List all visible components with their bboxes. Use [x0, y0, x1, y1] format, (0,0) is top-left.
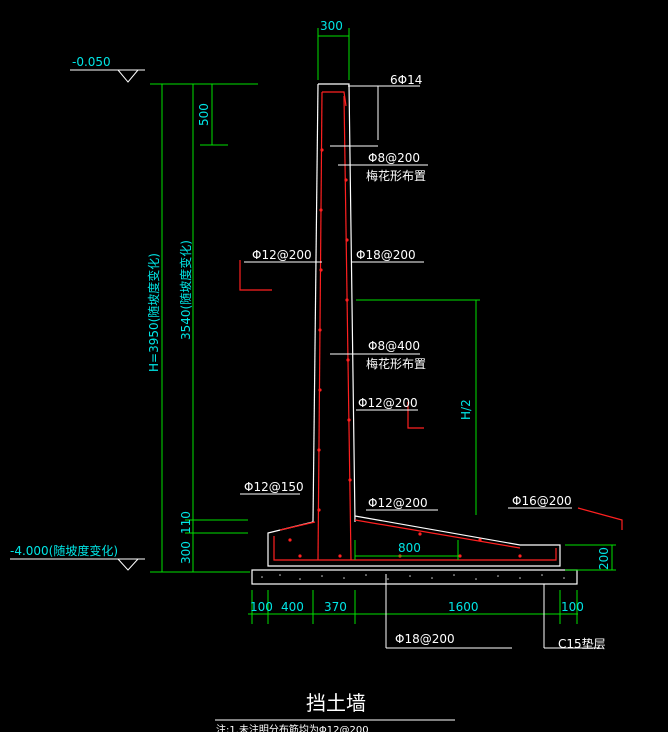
bedding-hatch [261, 574, 565, 580]
dim-toe-800: 800 [398, 541, 421, 555]
dim-bottom-5: 100 [561, 600, 584, 614]
dim-stem-width: 300 [320, 19, 343, 33]
dim-bottom-3: 370 [324, 600, 347, 614]
rebar-stem-front: Φ18@200 [356, 248, 416, 262]
rebar-stem-back: Φ12@200 [252, 248, 312, 262]
leader-lines [215, 85, 600, 721]
dim-stem-height: 3540(随坡度变化) [178, 240, 193, 340]
level-top-label: -0.050 [72, 55, 111, 69]
dim-half-h: H/2 [459, 399, 473, 420]
concrete-outline [251, 83, 578, 585]
dim-heel-200: 200 [597, 547, 611, 570]
dim-bottom-4: 1600 [448, 600, 479, 614]
rebar-base-bottom: Φ18@200 [395, 632, 455, 646]
rebar-top-bar: 6Φ14 [390, 73, 422, 87]
drawing-title: 挡土墙 [306, 691, 366, 715]
bedding-label: C15垫层 [558, 636, 606, 651]
rebar-dist-1: Φ8@200 [368, 151, 420, 165]
rebar-heel-top: Φ16@200 [512, 494, 572, 508]
dimension-lines [150, 28, 616, 624]
rebar-dist-2: Φ8@400 [368, 339, 420, 353]
dim-base-300: 300 [179, 541, 193, 564]
level-marker-bottom [10, 558, 145, 571]
drawing-note: 注:1.未注明分布筋均为Φ12@200 [216, 723, 369, 732]
dim-top-500: 500 [197, 103, 211, 126]
level-marker-top [70, 69, 145, 83]
rebar-base-mid: Φ12@200 [368, 496, 428, 510]
dim-haunch-110: 110 [179, 511, 193, 534]
dim-bottom-2: 400 [281, 600, 304, 614]
rebar-toe-top: Φ12@150 [244, 480, 304, 494]
rebar-dist-1-note: 梅花形布置 [366, 168, 426, 183]
rebar-stem-mid: Φ12@200 [358, 396, 418, 410]
rebar-lines [239, 91, 623, 561]
level-bottom-label: -4.000(随坡度变化) [10, 543, 118, 558]
rebar-dots [288, 148, 522, 558]
rebar-dist-2-note: 梅花形布置 [366, 356, 426, 371]
dim-h-total: H=3950(随坡度变化) [146, 253, 161, 372]
dim-bottom-1: 100 [250, 600, 273, 614]
